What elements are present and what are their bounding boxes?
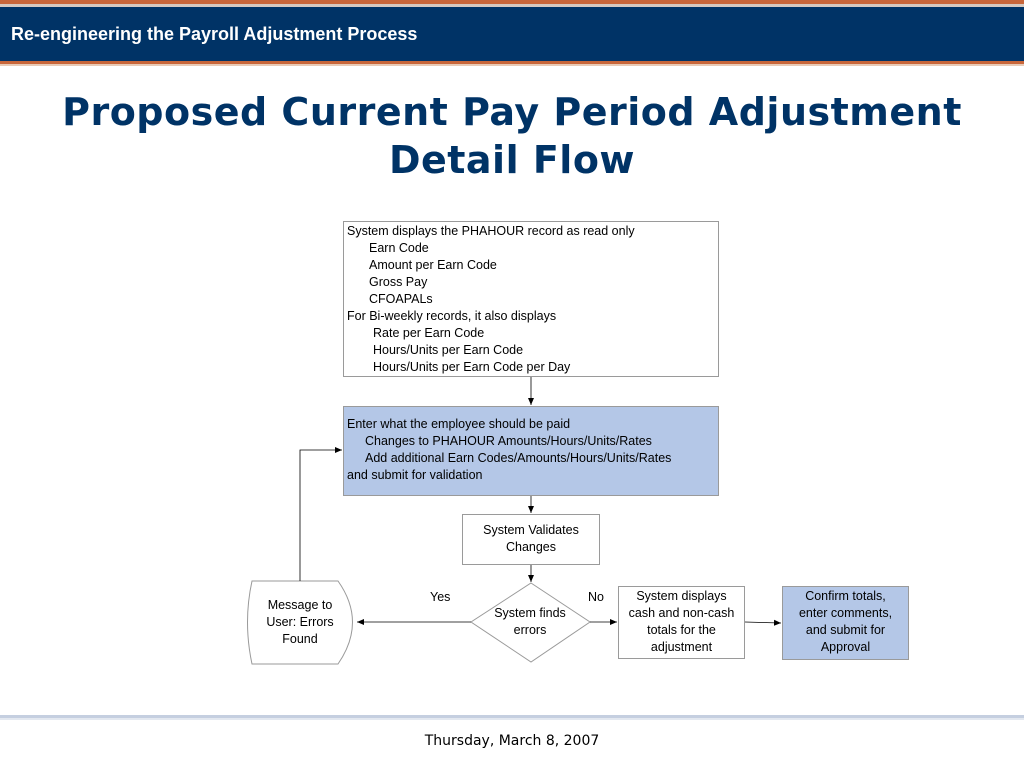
footer-divider [0,715,1024,718]
record-line: System displays the PHAHOUR record as re… [347,224,635,238]
top-accent-line-secondary [0,4,1024,7]
record-line: CFOAPALs [369,292,433,306]
validate-line: Changes [505,540,557,554]
top-accent-line [0,0,1024,4]
record-line: Gross Pay [369,275,428,289]
header-title: Re-engineering the Payroll Adjustment Pr… [11,24,418,44]
cash-line: System displays [636,589,727,603]
enter-line: and submit for validation [347,468,483,482]
yes-label: Yes [430,590,451,604]
decision-line: errors [513,623,547,637]
record-line: Hours/Units per Earn Code [373,343,524,357]
cash-line: totals for the [647,623,716,637]
cash-totals-box: System displays cash and non-cash totals… [618,586,745,659]
confirm-line: Confirm totals, [805,589,886,603]
message-line: Found [282,632,318,646]
confirm-line: and submit for [805,623,886,637]
header-underline [0,61,1024,64]
arrow-message-to-enter [299,447,342,581]
record-line: Hours/Units per Earn Code per Day [373,360,571,374]
cash-line: cash and non-cash [628,606,735,620]
cash-line: adjustment [650,640,713,654]
arrow-cash-to-confirm [744,619,782,626]
message-line: User: Errors [266,615,334,629]
record-line: Amount per Earn Code [369,258,497,272]
message-label: Message to User: Errors Found [252,597,348,648]
header-underline-secondary [0,64,1024,66]
footer-divider-secondary [0,718,1024,720]
message-display-shape [247,580,353,665]
message-line: Message to [267,598,333,612]
record-line: Rate per Earn Code [373,326,485,340]
slide-title: Proposed Current Pay Period Adjustment D… [62,90,962,182]
confirm-line: Approval [820,640,871,654]
header-bar: Re-engineering the Payroll Adjustment Pr… [0,7,1024,61]
record-display-box: System displays the PHAHOUR record as re… [343,221,719,377]
enter-payment-box: Enter what the employee should be paid C… [343,406,719,496]
decision-label: System finds errors [478,605,582,639]
record-line: For Bi-weekly records, it also displays [347,309,557,323]
footer-date: Thursday, March 8, 2007 [424,733,600,749]
confirm-box: Confirm totals, enter comments, and subm… [782,586,909,660]
record-line: Earn Code [369,241,429,255]
decision-line: System finds [494,606,566,620]
validate-line: System Validates [483,523,579,537]
decision-diamond [470,582,591,663]
enter-line: Add additional Earn Codes/Amounts/Hours/… [365,451,672,465]
enter-line: Changes to PHAHOUR Amounts/Hours/Units/R… [365,434,652,448]
validate-box: System Validates Changes [462,514,600,565]
confirm-line: enter comments, [798,606,893,620]
enter-line: Enter what the employee should be paid [347,417,571,431]
no-label: No [588,590,604,604]
